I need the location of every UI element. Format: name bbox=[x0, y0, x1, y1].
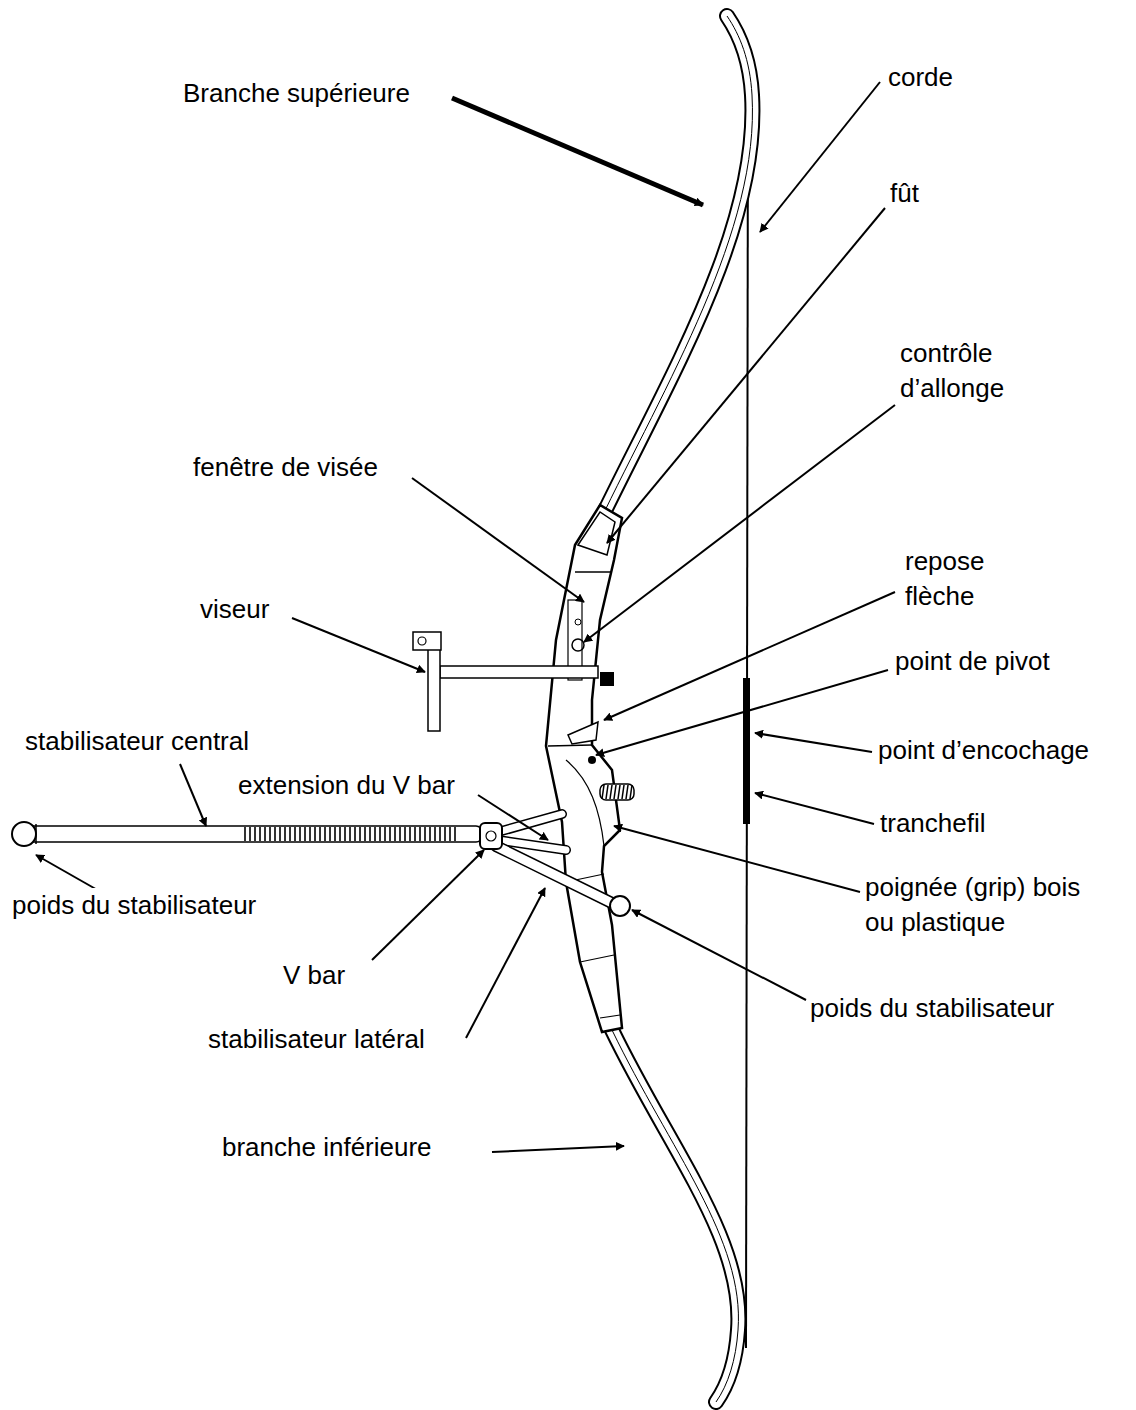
thread-stroke bbox=[364, 827, 366, 841]
leader-lines bbox=[36, 82, 895, 1152]
thread-stroke bbox=[394, 827, 396, 841]
thread-stroke bbox=[284, 827, 286, 841]
thread-stroke bbox=[354, 827, 356, 841]
thread-stroke bbox=[304, 827, 306, 841]
coil-stroke bbox=[610, 785, 612, 799]
coil-stroke bbox=[602, 785, 604, 799]
serving bbox=[743, 678, 750, 824]
thread-stroke bbox=[309, 827, 311, 841]
thread-stroke bbox=[399, 827, 401, 841]
thread-stroke bbox=[349, 827, 351, 841]
part-label: corde bbox=[886, 60, 955, 95]
thread-stroke bbox=[379, 827, 381, 841]
thread-stroke bbox=[294, 827, 296, 841]
thread-stroke bbox=[384, 827, 386, 841]
part-label: branche inférieure bbox=[220, 1130, 434, 1165]
thread-stroke bbox=[404, 827, 406, 841]
thread-stroke bbox=[344, 827, 346, 841]
part-label: extension du V bar bbox=[236, 768, 457, 803]
part-label: tranchefil bbox=[878, 806, 988, 841]
coil-stroke bbox=[614, 785, 616, 799]
thread-stroke bbox=[409, 827, 411, 841]
thread-stroke bbox=[289, 827, 291, 841]
part-label: Branche supérieure bbox=[181, 76, 412, 111]
thread-stroke bbox=[444, 827, 446, 841]
thread-stroke bbox=[264, 827, 266, 841]
thread-stroke bbox=[244, 827, 246, 841]
thread-stroke bbox=[449, 827, 451, 841]
upper-limb bbox=[598, 16, 752, 525]
coil-stroke bbox=[626, 785, 628, 799]
part-label: fenêtre de visée bbox=[191, 450, 380, 485]
pressure-button bbox=[600, 784, 634, 800]
thread-stroke bbox=[374, 827, 376, 841]
thread-stroke bbox=[279, 827, 281, 841]
part-label: stabilisateur latéral bbox=[206, 1022, 427, 1057]
thread-stroke bbox=[434, 827, 436, 841]
thread-stroke bbox=[359, 827, 361, 841]
thread-stroke bbox=[324, 827, 326, 841]
thread-stroke bbox=[269, 827, 271, 841]
thread-stroke bbox=[249, 827, 251, 841]
part-label: point d’encochage bbox=[876, 733, 1091, 768]
central-stabilizer bbox=[12, 822, 482, 846]
coil-stroke bbox=[606, 785, 608, 799]
thread-stroke bbox=[274, 827, 276, 841]
coil-stroke bbox=[618, 785, 620, 799]
thread-stroke bbox=[319, 827, 321, 841]
part-label: poids du stabilisateur bbox=[808, 991, 1056, 1026]
part-label: poids du stabilisateur bbox=[10, 888, 258, 923]
part-label: poignée (grip) bois ou plastique bbox=[863, 870, 1107, 940]
thread-stroke bbox=[254, 827, 256, 841]
part-label: point de pivot bbox=[893, 644, 1052, 679]
part-label: viseur bbox=[198, 592, 271, 627]
coil-stroke bbox=[622, 785, 624, 799]
sight bbox=[413, 632, 598, 731]
thread-stroke bbox=[419, 827, 421, 841]
thread-stroke bbox=[339, 827, 341, 841]
lower-limb bbox=[612, 1030, 738, 1402]
part-label: contrôle d’allonge bbox=[898, 336, 1034, 406]
thread-stroke bbox=[424, 827, 426, 841]
thread-stroke bbox=[414, 827, 416, 841]
part-label: V bar bbox=[281, 958, 347, 993]
thread-stroke bbox=[454, 827, 456, 841]
thread-stroke bbox=[439, 827, 441, 841]
coil-stroke bbox=[630, 785, 632, 799]
thread-stroke bbox=[259, 827, 261, 841]
part-label: repose flèche bbox=[903, 544, 1011, 614]
thread-stroke bbox=[389, 827, 391, 841]
thread-stroke bbox=[429, 827, 431, 841]
thread-stroke bbox=[369, 827, 371, 841]
part-label: stabilisateur central bbox=[23, 724, 251, 759]
thread-stroke bbox=[334, 827, 336, 841]
thread-stroke bbox=[314, 827, 316, 841]
thread-stroke bbox=[299, 827, 301, 841]
v-bar bbox=[480, 814, 630, 916]
part-label: fût bbox=[888, 176, 921, 211]
thread-stroke bbox=[329, 827, 331, 841]
